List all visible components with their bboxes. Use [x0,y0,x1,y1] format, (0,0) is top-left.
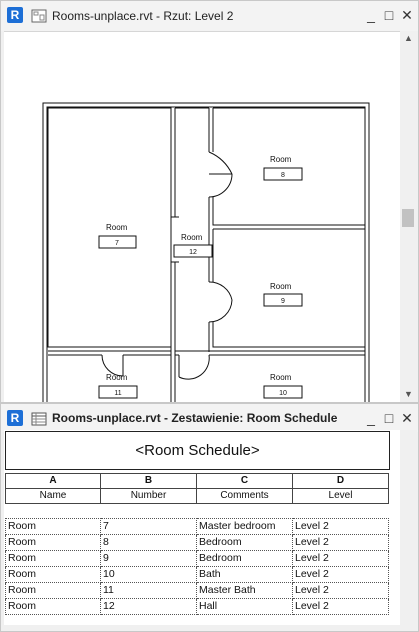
floor-plan-window: R Rooms-unplace.rvt - Rzut: Level 2 _ □ … [0,0,419,403]
column-letter-d[interactable]: D [292,473,389,489]
header-level[interactable]: Level [292,488,389,504]
header-name[interactable]: Name [5,488,101,504]
room-7-tag[interactable] [98,235,137,249]
room-11-label: Room [106,373,128,382]
table-row[interactable]: Room 11 Master Bath Level 2 [5,582,389,599]
cell-level[interactable]: Level 2 [292,534,389,551]
room-10-number: 10 [279,390,287,397]
cell-level[interactable]: Level 2 [292,566,389,583]
cell-name[interactable]: Room [5,566,101,583]
cell-level[interactable]: Level 2 [292,518,389,535]
schedule-column-headers: Name Number Comments Level [5,488,389,504]
cell-level[interactable]: Level 2 [292,550,389,567]
floor-plan-drawing: Room 7 Room 8 Room 9 Room 10 Room 11 Roo… [42,102,370,402]
scroll-down-arrow-icon[interactable]: ▼ [404,389,413,399]
floor-plan-view-icon [31,9,47,23]
room-12-tag[interactable] [173,244,213,258]
table-row[interactable]: Room 8 Bedroom Level 2 [5,534,389,551]
room-11-number: 11 [114,390,121,397]
close-button[interactable]: ✕ [401,410,413,426]
cell-comments[interactable]: Master bedroom [196,518,293,535]
column-letter-a[interactable]: A [5,473,101,489]
cell-name[interactable]: Room [5,550,101,567]
table-row[interactable]: Room 12 Hall Level 2 [5,598,389,615]
cell-comments[interactable]: Bedroom [196,550,293,567]
maximize-button[interactable]: □ [384,410,394,426]
revit-logo-icon: R [7,410,23,426]
cell-number[interactable]: 12 [100,598,197,615]
schedule-vertical-scrollbar[interactable] [400,430,417,625]
room-10-tag[interactable] [263,385,303,399]
cell-name[interactable]: Room [5,518,101,535]
revit-logo-icon: R [7,7,23,23]
maximize-button[interactable]: □ [384,7,394,23]
header-number[interactable]: Number [100,488,197,504]
cell-number[interactable]: 7 [100,518,197,535]
minimize-button[interactable]: _ [367,7,375,23]
cell-name[interactable]: Room [5,582,101,599]
column-letter-c[interactable]: C [196,473,293,489]
scroll-up-arrow-icon[interactable]: ▲ [404,33,413,43]
table-row[interactable]: Room 9 Bedroom Level 2 [5,550,389,567]
room-12-number: 12 [189,249,197,256]
schedule-rows: Room 7 Master bedroom Level 2 Room 8 Bed… [5,518,389,615]
floor-plan-canvas[interactable]: Room 7 Room 8 Room 9 Room 10 Room 11 Roo… [4,31,400,402]
cell-level[interactable]: Level 2 [292,598,389,615]
room-7-label: Room [106,223,128,232]
column-letter-b[interactable]: B [100,473,197,489]
schedule-view-icon [31,412,47,426]
cell-number[interactable]: 9 [100,550,197,567]
cell-name[interactable]: Room [5,598,101,615]
cell-comments[interactable]: Bedroom [196,534,293,551]
header-comments[interactable]: Comments [196,488,293,504]
cell-comments[interactable]: Master Bath [196,582,293,599]
room-10-label: Room [270,373,292,382]
schedule-grid-area[interactable]: <Room Schedule> A B C D Name Number Comm… [4,430,400,625]
schedule-window: R Rooms-unplace.rvt - Zestawienie: Room … [0,403,419,632]
cell-name[interactable]: Room [5,534,101,551]
room-7-number: 7 [115,240,119,247]
room-9-label: Room [270,282,292,291]
floor-plan-vertical-scrollbar[interactable]: ▲ ▼ [400,31,417,401]
schedule-window-title: Rooms-unplace.rvt - Zestawienie: Room Sc… [52,411,338,425]
cell-comments[interactable]: Bath [196,566,293,583]
room-9-tag[interactable] [263,293,303,307]
cell-number[interactable]: 8 [100,534,197,551]
scrollbar-thumb[interactable] [402,209,414,227]
room-11-tag[interactable] [98,385,138,399]
close-button[interactable]: ✕ [401,7,413,23]
cell-number[interactable]: 10 [100,566,197,583]
schedule-title[interactable]: <Room Schedule> [5,431,390,470]
room-8-number: 8 [281,172,285,179]
cell-number[interactable]: 11 [100,582,197,599]
floor-plan-titlebar[interactable]: R Rooms-unplace.rvt - Rzut: Level 2 _ □ … [1,1,418,31]
room-8-label: Room [270,155,292,164]
table-row[interactable]: Room 10 Bath Level 2 [5,566,389,583]
cell-comments[interactable]: Hall [196,598,293,615]
room-9-number: 9 [281,298,285,305]
schedule-titlebar[interactable]: R Rooms-unplace.rvt - Zestawienie: Room … [1,404,418,432]
cell-level[interactable]: Level 2 [292,582,389,599]
table-row[interactable]: Room 7 Master bedroom Level 2 [5,518,389,535]
room-8-tag[interactable] [263,167,303,181]
room-12-label: Room [181,233,203,242]
minimize-button[interactable]: _ [367,410,375,426]
floor-plan-window-title: Rooms-unplace.rvt - Rzut: Level 2 [52,9,234,23]
schedule-column-letters: A B C D [5,473,389,489]
